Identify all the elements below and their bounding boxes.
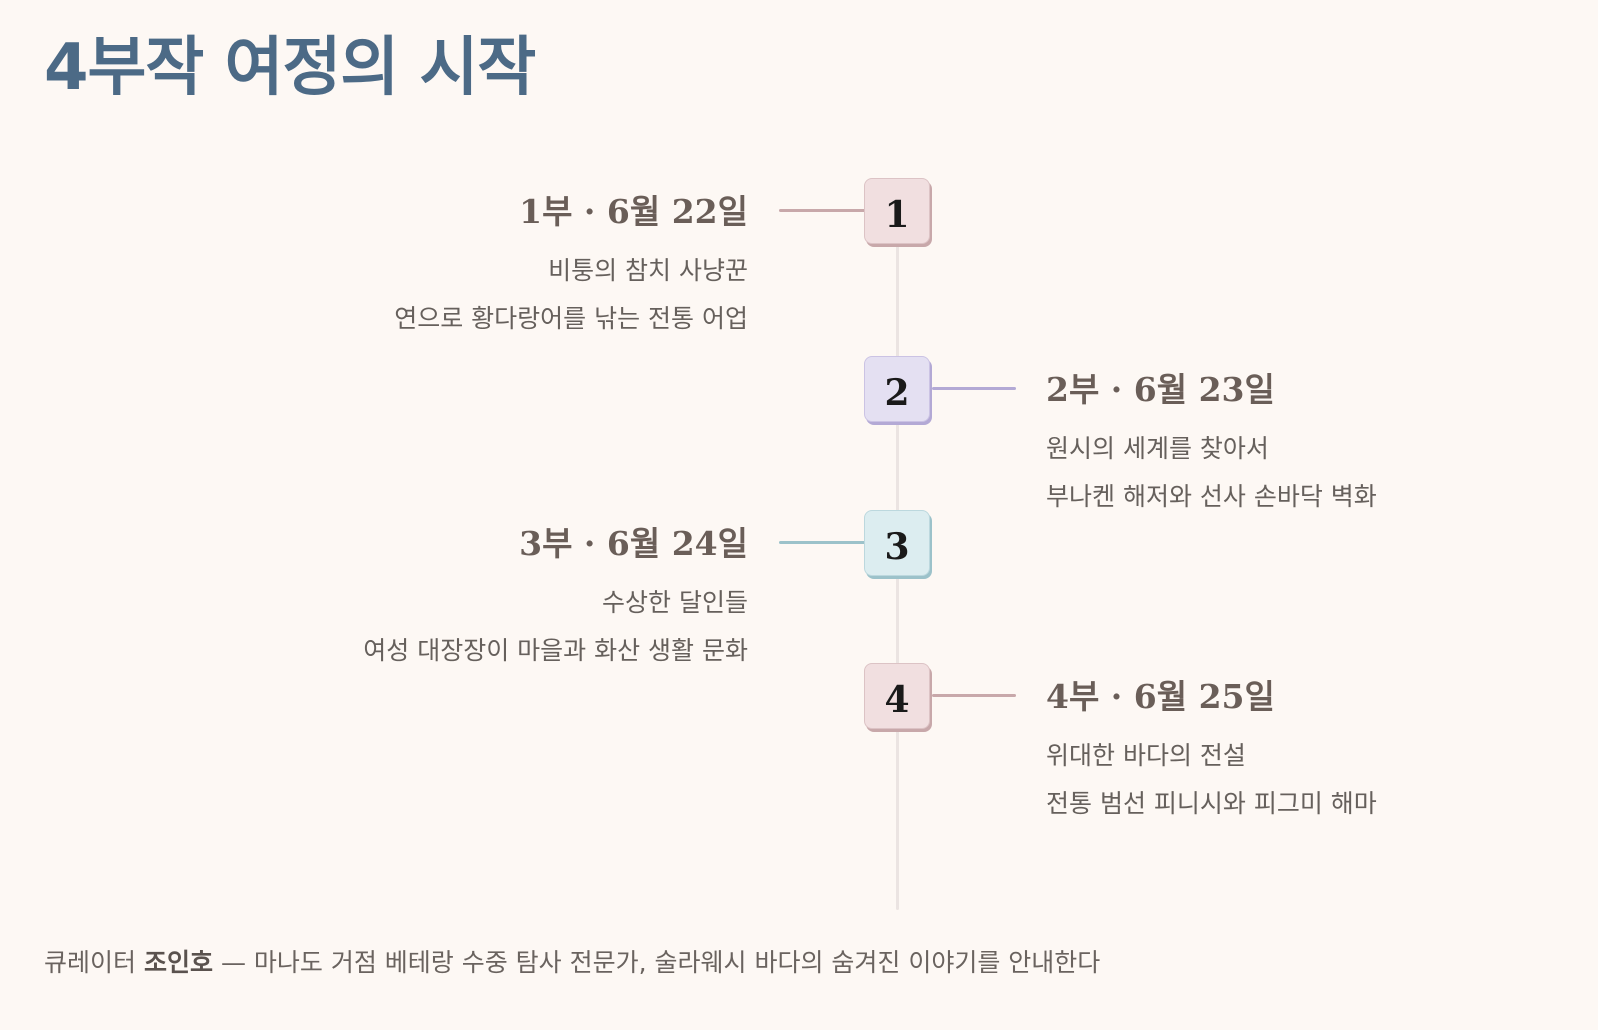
part-badge-3: 3: [864, 510, 930, 576]
part-badge-2: 2: [864, 356, 930, 422]
curator-note: 큐레이터 조인호 — 마나도 거점 베테랑 수중 탐사 전문가, 술라웨시 바다…: [44, 948, 1100, 978]
connector-part-1: [779, 209, 866, 212]
part-heading-3: 3부 · 6월 24일: [519, 524, 748, 563]
part-subtitle-4: 위대한 바다의 전설: [1046, 741, 1246, 770]
part-description-3: 여성 대장장이 마을과 화산 생활 문화: [363, 636, 748, 665]
connector-part-3: [779, 541, 866, 544]
part-description-2: 부나켄 해저와 선사 손바닥 벽화: [1046, 482, 1377, 511]
footer-dash: —: [220, 948, 246, 977]
part-subtitle-3: 수상한 달인들: [602, 588, 748, 617]
connector-part-2: [932, 387, 1016, 390]
curator-description: 마나도 거점 베테랑 수중 탐사 전문가, 술라웨시 바다의 숨겨진 이야기를 …: [253, 948, 1101, 977]
part-description-1: 연으로 황다랑어를 낚는 전통 어업: [394, 304, 748, 333]
part-badge-4: 4: [864, 663, 930, 729]
part-heading-2: 2부 · 6월 23일: [1046, 370, 1275, 409]
part-heading-1: 1부 · 6월 22일: [519, 192, 748, 231]
timeline-spine: [896, 245, 899, 910]
part-heading-4: 4부 · 6월 25일: [1046, 677, 1275, 716]
part-description-4: 전통 범선 피니시와 피그미 해마: [1046, 789, 1377, 818]
part-subtitle-2: 원시의 세계를 찾아서: [1046, 434, 1269, 463]
part-subtitle-1: 비퉁의 참치 사냥꾼: [548, 256, 748, 285]
curator-name: 조인호: [143, 948, 213, 977]
page-title: 4부작 여정의 시작: [44, 31, 536, 105]
curator-role: 큐레이터: [44, 948, 137, 977]
connector-part-4: [932, 694, 1016, 697]
part-badge-1: 1: [864, 178, 930, 244]
